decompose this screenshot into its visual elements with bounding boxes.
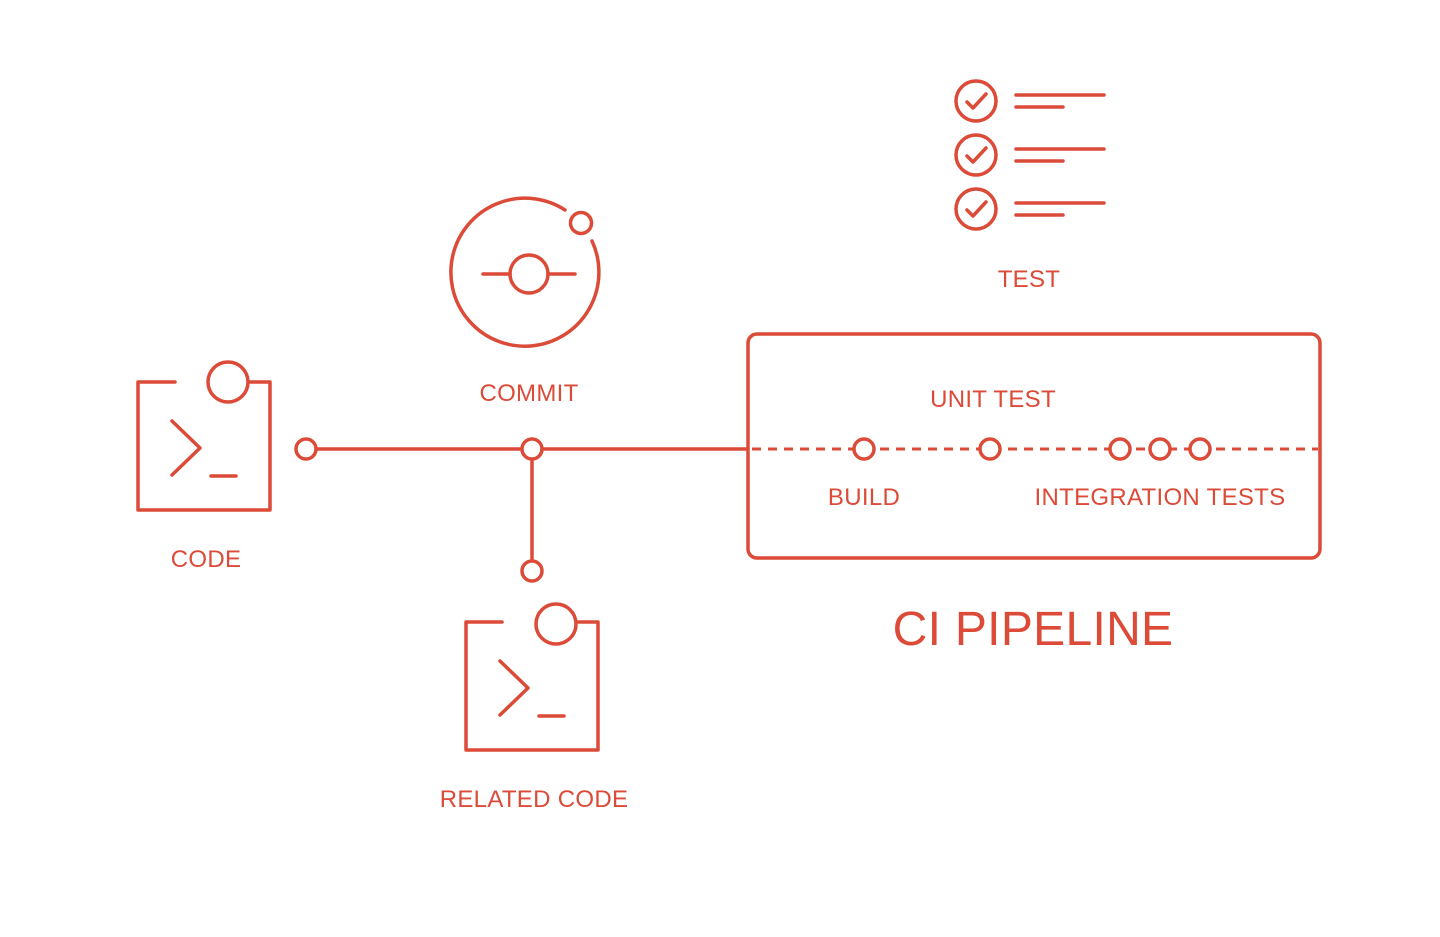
unit-test-node [978, 437, 1002, 461]
commit-label: COMMIT [479, 380, 579, 407]
pipeline-stage-nodes [852, 437, 1212, 461]
related-code-terminal-icon [464, 602, 600, 752]
build-label: BUILD [827, 484, 901, 511]
related-code-label: RELATED CODE [439, 786, 629, 813]
integration-test-node-3 [1188, 437, 1212, 461]
checklist-icon [954, 79, 1106, 231]
integration-test-node-1 [1108, 437, 1132, 461]
ci-pipeline-title: CI PIPELINE [892, 603, 1174, 656]
build-node [852, 437, 876, 461]
ci-pipeline-box [746, 332, 1322, 560]
integration-test-node-2 [1148, 437, 1172, 461]
code-terminal-icon [136, 360, 272, 512]
integration-tests-label: INTEGRATION TESTS [1034, 484, 1286, 511]
test-label: TEST [997, 266, 1061, 293]
commit-icon [449, 196, 601, 348]
unit-test-label: UNIT TEST [930, 386, 1056, 413]
flow-connector [294, 437, 750, 583]
code-label: CODE [170, 546, 242, 573]
